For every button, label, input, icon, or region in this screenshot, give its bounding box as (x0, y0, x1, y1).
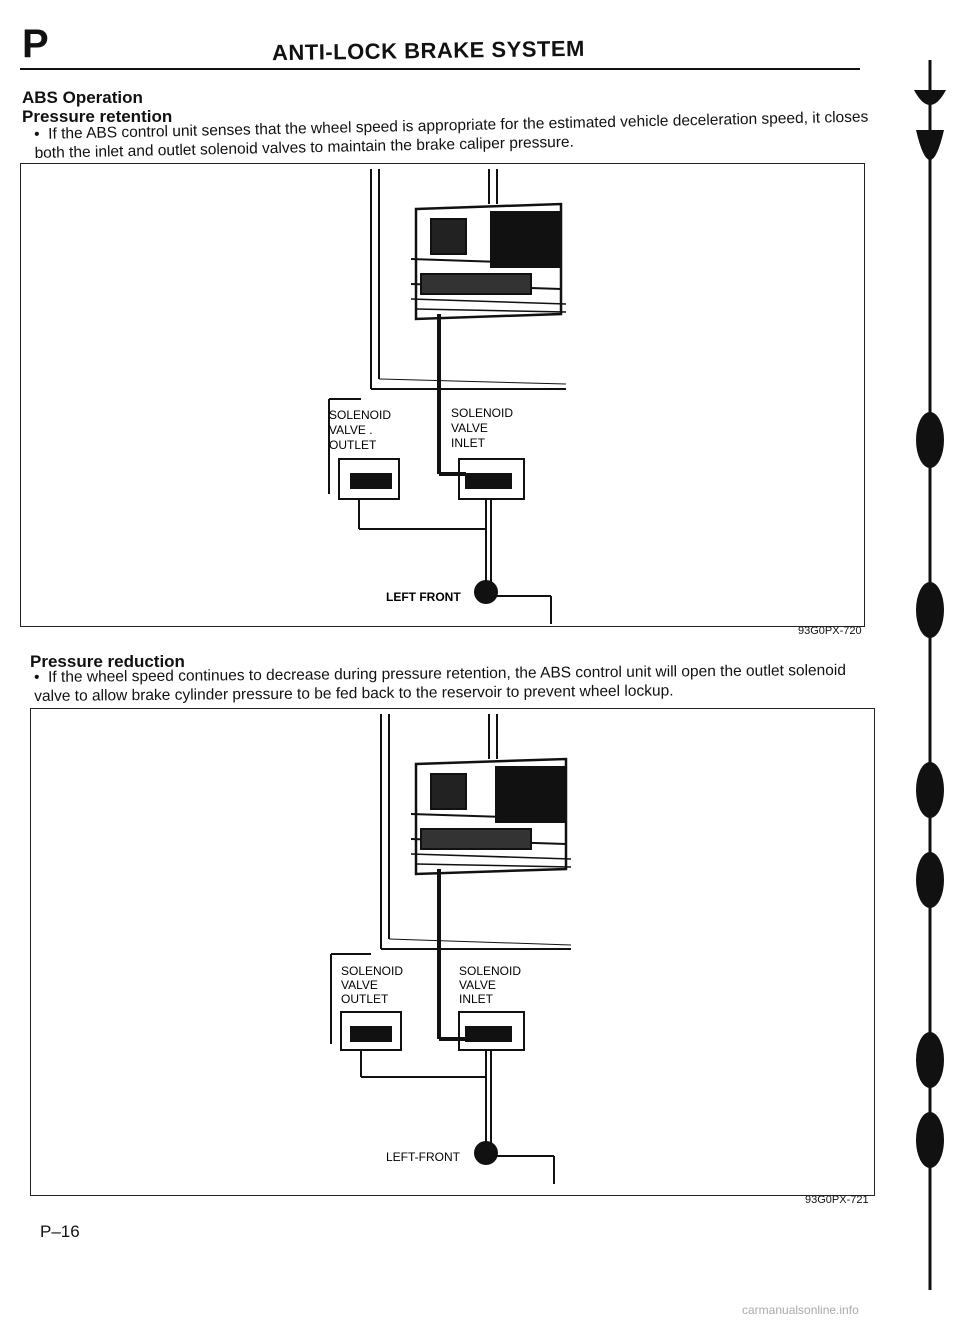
section-letter: P (22, 22, 49, 66)
figure-code-720: 93G0PX-720 (798, 625, 862, 637)
outlet-label-line-2: VALVE (341, 978, 378, 992)
subheading-pressure-reduction: Pressure reduction (30, 652, 185, 671)
header-rule (20, 68, 860, 70)
page-number: P–16 (40, 1222, 80, 1241)
inlet-label-line-2: VALVE (451, 421, 488, 435)
bullet-dot: • (34, 668, 40, 686)
figure-pressure-reduction: SOLENOID VALVE OUTLET SOLENOID VALVE INL… (30, 708, 875, 1196)
wheel-icon (474, 580, 498, 604)
subheading-pressure-retention: Pressure retention (22, 107, 173, 126)
outlet-label-line-3: OUTLET (341, 992, 389, 1006)
wheel-icon (474, 1141, 498, 1165)
inlet-label-line-1: SOLENOID (459, 964, 521, 978)
outlet-label-line-1: SOLENOID (329, 408, 391, 422)
binding-edge-marks (914, 60, 946, 1290)
figure-pressure-retention: SOLENOID VALVE . OUTLET SOLENOID VALVE I… (20, 163, 865, 627)
diagram-pressure-retention: SOLENOID VALVE . OUTLET SOLENOID VALVE I… (328, 169, 567, 624)
inlet-label-line-2: VALVE (459, 978, 496, 992)
bullet-dot: • (34, 125, 40, 143)
outlet-label-line-3: OUTLET (329, 438, 377, 452)
diagram-pressure-reduction: SOLENOID VALVE OUTLET SOLENOID VALVE INL… (330, 714, 572, 1184)
bullet-text: If the wheel speed continues to decrease… (34, 661, 847, 705)
bullet-pressure-reduction: •If the wheel speed continues to decreas… (34, 661, 874, 706)
wheel-label: LEFT-FRONT (386, 1150, 461, 1164)
outlet-label-line-2: VALVE . (329, 423, 373, 437)
inlet-label-line-3: INLET (451, 436, 486, 450)
page-header-title: ANTI-LOCK BRAKE SYSTEM (271, 35, 586, 66)
section-heading-abs-operation: ABS Operation (22, 88, 143, 107)
figure-code-721: 93G0PX-721 (805, 1194, 869, 1206)
outlet-label-line-1: SOLENOID (341, 964, 403, 978)
inlet-label-line-1: SOLENOID (451, 406, 513, 420)
watermark: carmanualsonline.info (742, 1303, 859, 1317)
wheel-label: LEFT FRONT (386, 590, 461, 604)
inlet-label-line-3: INLET (459, 992, 494, 1006)
